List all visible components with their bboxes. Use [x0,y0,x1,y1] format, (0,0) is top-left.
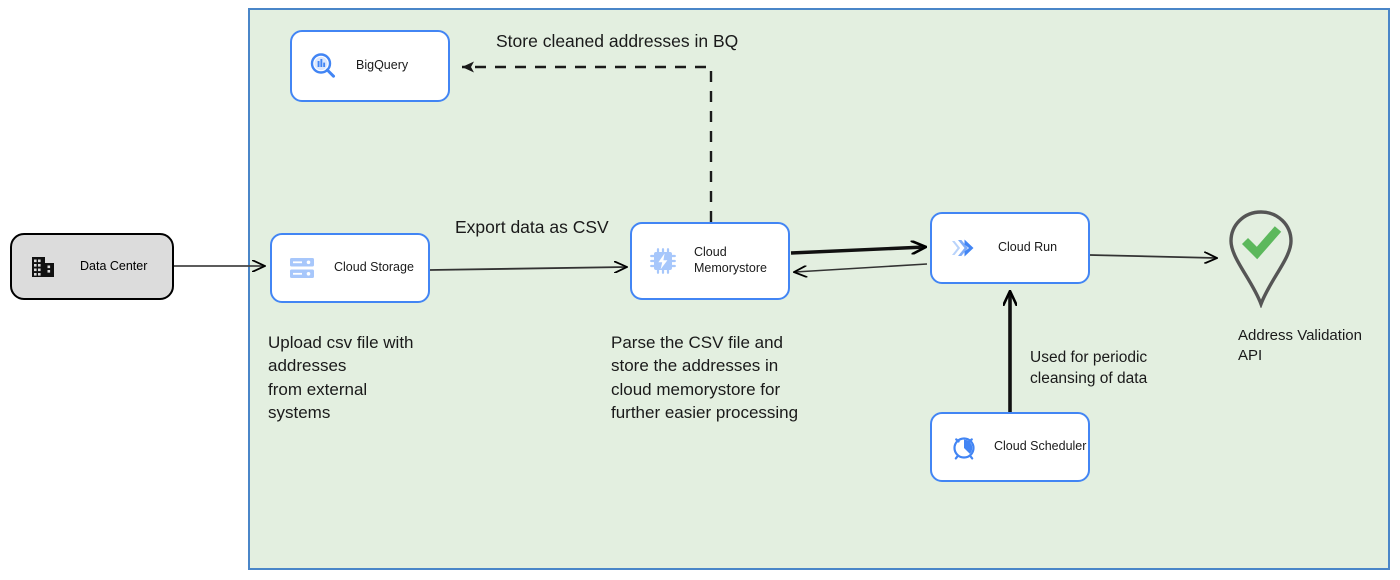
node-label-cloud-scheduler: Cloud Scheduler [994,439,1087,454]
memorystore-chip-icon [646,244,680,278]
node-data-center[interactable]: Data Center [10,233,174,300]
note-periodic-cleansing: Used for periodic cleansing of data [1030,349,1148,388]
node-cloud-scheduler[interactable]: Cloud Scheduler [930,412,1090,482]
node-label-bigquery: BigQuery [356,58,409,73]
edge-label-store-cleaned: Store cleaned addresses in BQ [496,31,739,51]
node-cloud-run[interactable]: Cloud Run [930,212,1090,284]
bigquery-magnifier-icon [306,49,340,83]
edge-label-export-csv: Export data as CSV [455,217,609,237]
node-cloud-memorystore[interactable]: Cloud Memorystore [630,222,790,300]
note-parse-csv: Parse the CSV file and store the address… [611,333,799,423]
node-label-cloud-storage: Cloud Storage [334,260,414,275]
label-address-validation-api: Address Validation API [1238,327,1362,365]
node-label-cloud-memorystore: Cloud Memorystore [694,245,767,275]
node-cloud-storage[interactable]: Cloud Storage [270,233,430,303]
cloud-run-chevron-icon [946,231,980,265]
datacenter-building-icon [28,252,58,282]
node-bigquery[interactable]: BigQuery [290,30,450,102]
cloud-scheduler-alarm-clock-icon [948,431,980,463]
node-label-cloud-run: Cloud Run [998,240,1058,255]
cloud-storage-bucket-icon [286,252,318,284]
map-pin-check-icon [1229,210,1293,309]
note-upload-csv: Upload csv file with addresses from exte… [268,333,414,423]
node-label-data-center: Data Center [80,258,148,273]
node-address-validation-api[interactable] [1222,208,1300,309]
